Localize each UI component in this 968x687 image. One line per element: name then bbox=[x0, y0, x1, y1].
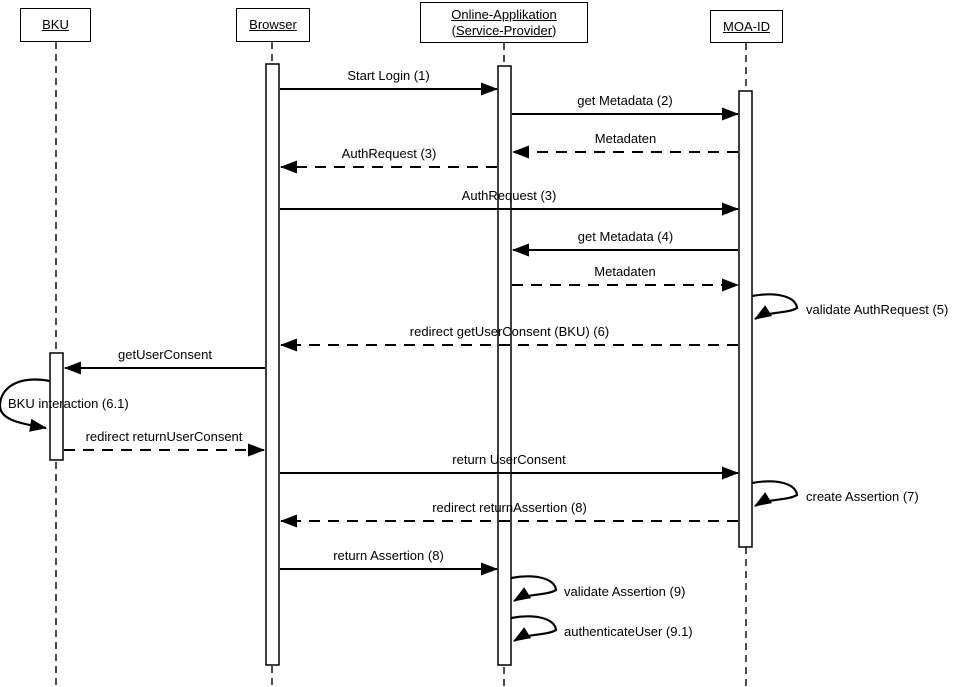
self-message-label: BKU interaction (6.1) bbox=[8, 396, 129, 411]
self-message-label: authenticateUser (9.1) bbox=[564, 624, 693, 639]
self-message-label: create Assertion (7) bbox=[806, 489, 919, 504]
participant-label-online-app: Online-Applikation (Service-Provider) bbox=[451, 6, 557, 38]
self-message-arrow-online-app bbox=[510, 615, 558, 642]
message-label: redirect getUserConsent (BKU) (6) bbox=[409, 324, 610, 339]
participant-box-bku: BKU bbox=[20, 8, 91, 42]
message-label: Start Login (1) bbox=[347, 68, 430, 83]
message-label: return Assertion (8) bbox=[333, 548, 444, 563]
message-label: redirect returnUserConsent bbox=[85, 429, 243, 444]
self-message-label: validate AuthRequest (5) bbox=[806, 302, 949, 317]
participant-box-browser: Browser bbox=[236, 8, 310, 42]
activation-bar-online-app bbox=[497, 65, 512, 666]
activation-bar-bku bbox=[49, 352, 64, 461]
participant-label-bku: BKU bbox=[42, 17, 69, 32]
message-label: AuthRequest (3) bbox=[341, 146, 437, 161]
activation-bar-browser bbox=[265, 63, 280, 666]
participant-box-online-app: Online-Applikation (Service-Provider) bbox=[420, 2, 588, 43]
arrows-group bbox=[0, 82, 799, 642]
message-label: AuthRequest (3) bbox=[461, 188, 557, 203]
self-message-arrow-bku bbox=[0, 378, 51, 432]
message-label: get Metadata (2) bbox=[577, 93, 673, 108]
self-message-arrow-moa-id bbox=[751, 480, 799, 507]
message-label: return UserConsent bbox=[452, 452, 566, 467]
participant-box-moa-id: MOA-ID bbox=[710, 10, 783, 43]
participant-label-browser: Browser bbox=[249, 17, 297, 32]
self-message-label: validate Assertion (9) bbox=[564, 584, 686, 599]
activation-bar-moa-id bbox=[738, 90, 753, 548]
message-label: getUserConsent bbox=[118, 347, 212, 362]
self-message-arrow-moa-id bbox=[751, 293, 799, 320]
message-label: get Metadata (4) bbox=[577, 229, 674, 244]
self-message-arrow-online-app bbox=[510, 575, 558, 602]
message-label: redirect returnAssertion (8) bbox=[432, 500, 587, 515]
message-label: Metadaten bbox=[594, 264, 656, 279]
activations-group bbox=[49, 63, 753, 666]
message-label: Metadaten bbox=[594, 131, 657, 146]
participant-label-moa-id: MOA-ID bbox=[723, 18, 770, 34]
